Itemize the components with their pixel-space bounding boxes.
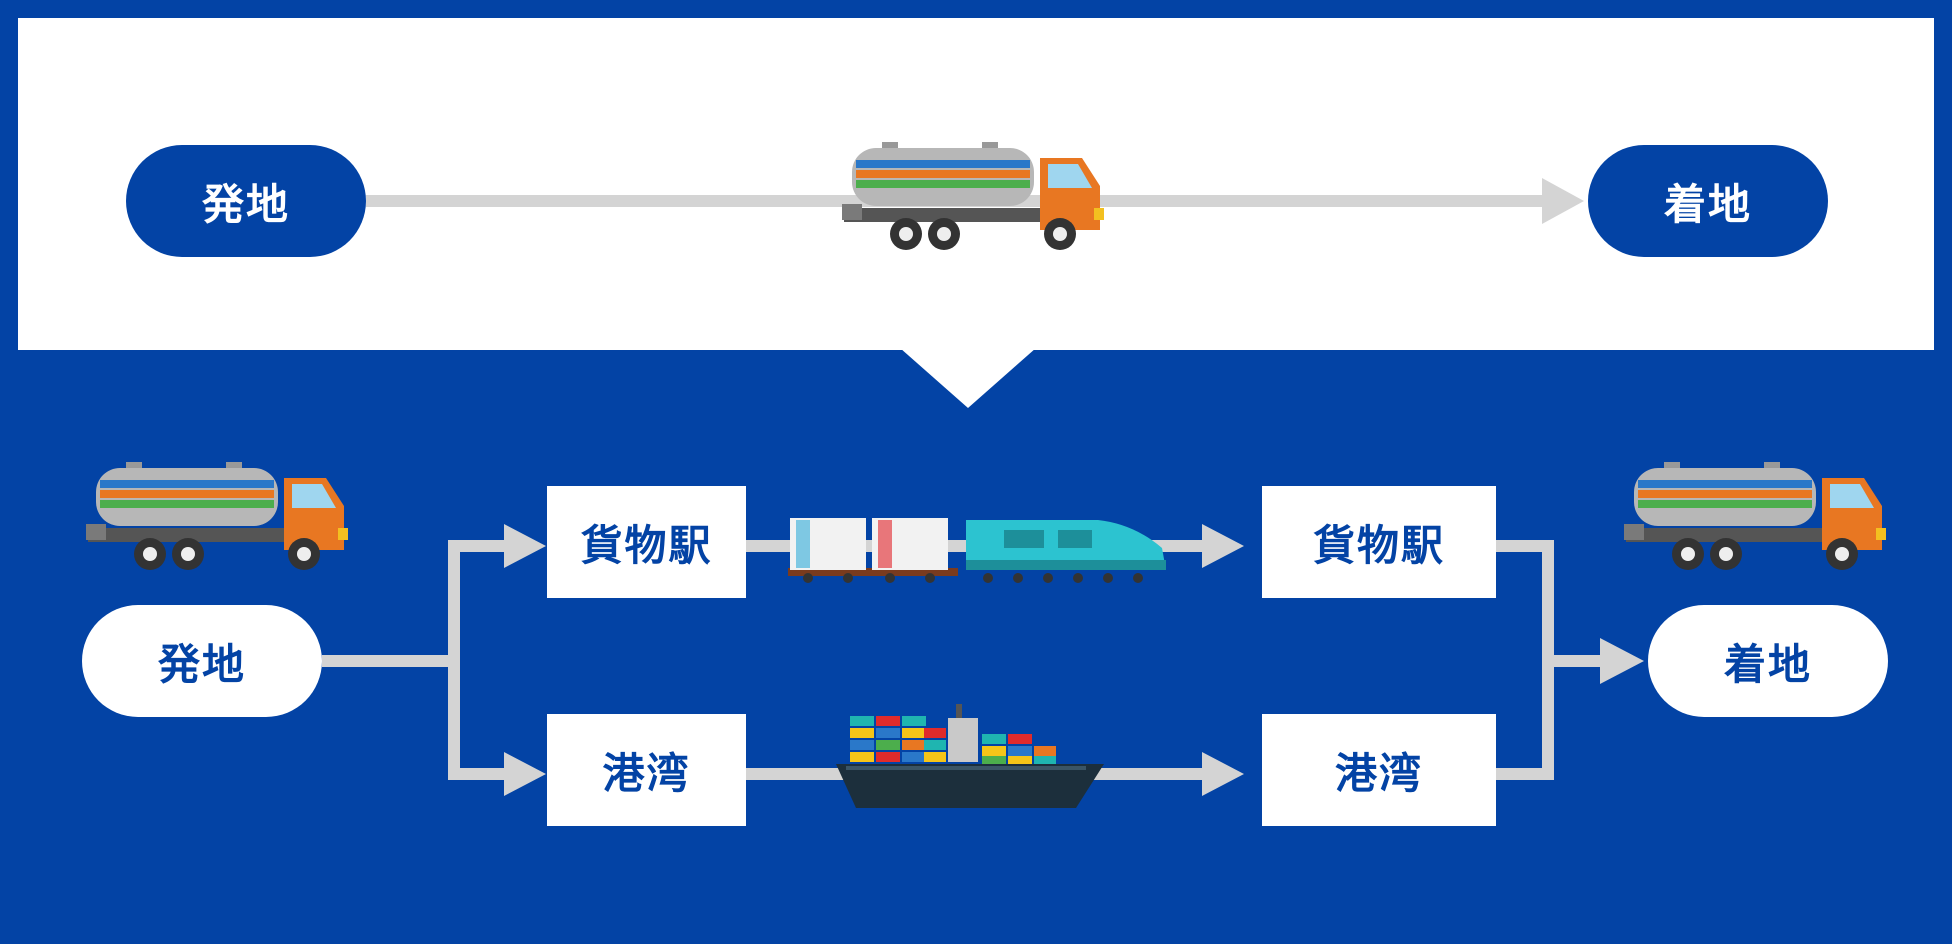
first-mile-truck-icon — [86, 462, 348, 570]
sea-departure-label: 港湾 — [602, 748, 691, 798]
freight-train-icon — [788, 518, 1166, 583]
sea-arrival-label: 港湾 — [1334, 748, 1423, 798]
last-mile-truck-icon — [1624, 462, 1886, 570]
rail-departure-box: 貨物駅 — [547, 486, 746, 598]
sea-arrival-box: 港湾 — [1262, 714, 1496, 826]
top-origin-label: 発地 — [201, 179, 290, 229]
top-origin-pill: 発地 — [126, 145, 366, 257]
top-destination-pill: 着地 — [1588, 145, 1828, 257]
bottom-destination-label: 着地 — [1723, 639, 1812, 689]
bottom-destination-pill: 着地 — [1648, 605, 1888, 717]
panel-pointer — [900, 348, 1036, 408]
bottom-origin-pill: 発地 — [82, 605, 322, 717]
rail-arrival-box: 貨物駅 — [1262, 486, 1496, 598]
bottom-origin-label: 発地 — [157, 639, 246, 689]
rail-departure-label: 貨物駅 — [580, 520, 713, 570]
sea-departure-box: 港湾 — [547, 714, 746, 826]
container-ship-icon — [836, 704, 1104, 808]
top-arrowhead — [1542, 178, 1584, 224]
top-destination-label: 着地 — [1663, 179, 1752, 229]
rail-arrival-label: 貨物駅 — [1312, 520, 1445, 570]
